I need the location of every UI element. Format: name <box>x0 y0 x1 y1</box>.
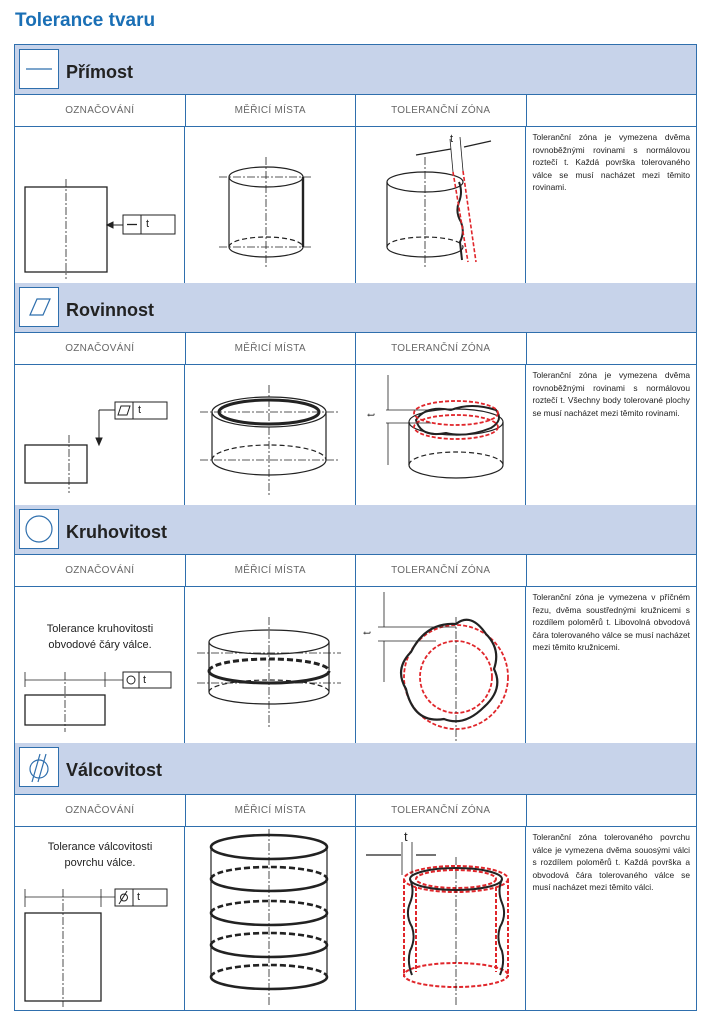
measuring-drawing <box>185 365 356 507</box>
col-header <box>527 95 697 126</box>
tolerance-value: t <box>449 133 454 145</box>
tolerance-value: t <box>403 829 408 844</box>
col-header <box>527 555 697 586</box>
section-title: Přímost <box>66 62 134 82</box>
page-title: Tolerance tvaru <box>15 10 156 31</box>
straightness-symbol-icon <box>19 49 59 89</box>
measuring-drawing <box>185 127 356 284</box>
col-header: TOLERANČNÍ ZÓNA <box>356 95 527 126</box>
designation-drawing: t <box>15 127 186 284</box>
tolerance-zone-drawing: t <box>356 127 527 284</box>
section-description: Toleranční zóna tolerovaného povrchu vál… <box>532 832 690 892</box>
col-header: OZNAČOVÁNÍ <box>15 95 186 126</box>
section-title: Válcovitost <box>66 760 163 780</box>
col-header: MĚŘICÍ MÍSTA <box>186 555 356 586</box>
section-description: Toleranční zóna je vymezena dvěma rovnob… <box>532 370 690 418</box>
col-header <box>527 795 697 826</box>
section-valcovitost: Válcovitost OZNAČOVÁNÍ MĚŘICÍ MÍSTA TOLE… <box>14 743 697 1011</box>
col-header: MĚŘICÍ MÍSTA <box>186 795 356 826</box>
tolerance-value: t <box>365 413 378 417</box>
tolerance-zone-drawing: t <box>356 587 527 745</box>
measuring-drawing <box>185 587 356 745</box>
col-header: TOLERANČNÍ ZÓNA <box>356 795 527 826</box>
col-header: TOLERANČNÍ ZÓNA <box>356 555 527 586</box>
section-kruhovitost: Kruhovitost OZNAČOVÁNÍ MĚŘICÍ MÍSTA TOLE… <box>14 505 697 746</box>
tolerance-value: t <box>138 404 142 416</box>
cylindricity-symbol-icon <box>19 747 59 787</box>
col-header <box>527 333 697 364</box>
section-description: Toleranční zóna je vymezena v příčném ře… <box>532 592 690 652</box>
designation-drawing: t <box>15 365 186 507</box>
flatness-symbol-icon <box>19 287 59 327</box>
tolerance-zone-drawing: t <box>356 827 527 1010</box>
section-description: Toleranční zóna je vymezena dvěma rovnob… <box>532 132 690 192</box>
section-title: Kruhovitost <box>66 522 167 542</box>
section-primost: Přímost OZNAČOVÁNÍ MĚŘICÍ MÍSTA TOLERANČ… <box>14 44 697 285</box>
col-header: OZNAČOVÁNÍ <box>15 555 186 586</box>
col-header: MĚŘICÍ MÍSTA <box>186 333 356 364</box>
designation-label: Tolerance kruhovitosti obvodové čáry vál… <box>46 623 154 651</box>
designation-drawing: Tolerance válcovitosti povrchu válce. t <box>15 827 186 1010</box>
col-header: OZNAČOVÁNÍ <box>15 333 186 364</box>
tolerance-value: t <box>146 218 150 230</box>
section-title: Rovinnost <box>66 300 154 320</box>
measuring-drawing <box>185 827 356 1010</box>
circularity-symbol-icon <box>19 509 59 549</box>
col-header: MĚŘICÍ MÍSTA <box>186 95 356 126</box>
col-header: OZNAČOVÁNÍ <box>15 795 186 826</box>
tolerance-value: t <box>143 674 147 686</box>
col-header: TOLERANČNÍ ZÓNA <box>356 333 527 364</box>
tolerance-value: t <box>361 631 374 635</box>
designation-label: Tolerance válcovitosti povrchu válce. <box>47 841 153 869</box>
section-rovinnost: Rovinnost OZNAČOVÁNÍ MĚŘICÍ MÍSTA TOLERA… <box>14 283 697 508</box>
tolerance-value: t <box>137 891 141 903</box>
designation-drawing: Tolerance kruhovitosti obvodové čáry vál… <box>15 587 186 745</box>
tolerance-zone-drawing: t <box>356 365 527 507</box>
